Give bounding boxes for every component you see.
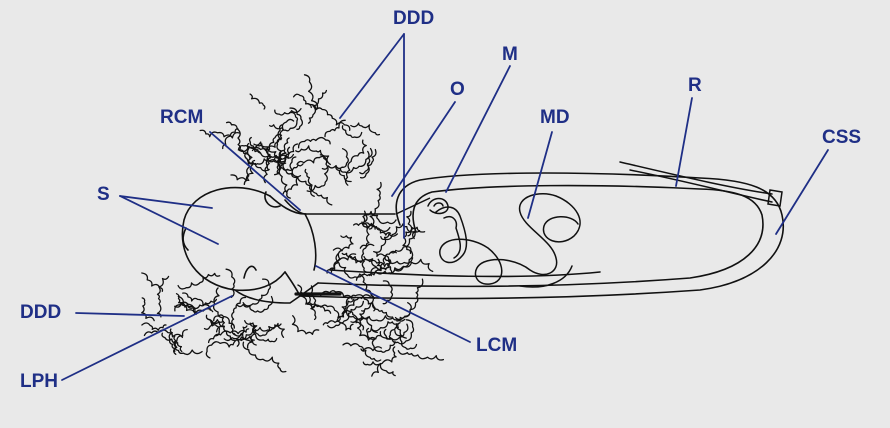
label-css: CSS [822, 128, 861, 147]
label-ddd-left: DDD [20, 303, 61, 322]
label-rcm: RCM [160, 108, 203, 127]
label-r: R [688, 76, 702, 95]
label-md: MD [540, 108, 570, 127]
label-s: S [97, 185, 110, 204]
label-ddd-top: DDD [393, 9, 434, 28]
label-lph: LPH [20, 372, 58, 391]
label-o: O [450, 80, 465, 99]
label-m: M [502, 45, 518, 64]
label-lcm: LCM [476, 336, 517, 355]
